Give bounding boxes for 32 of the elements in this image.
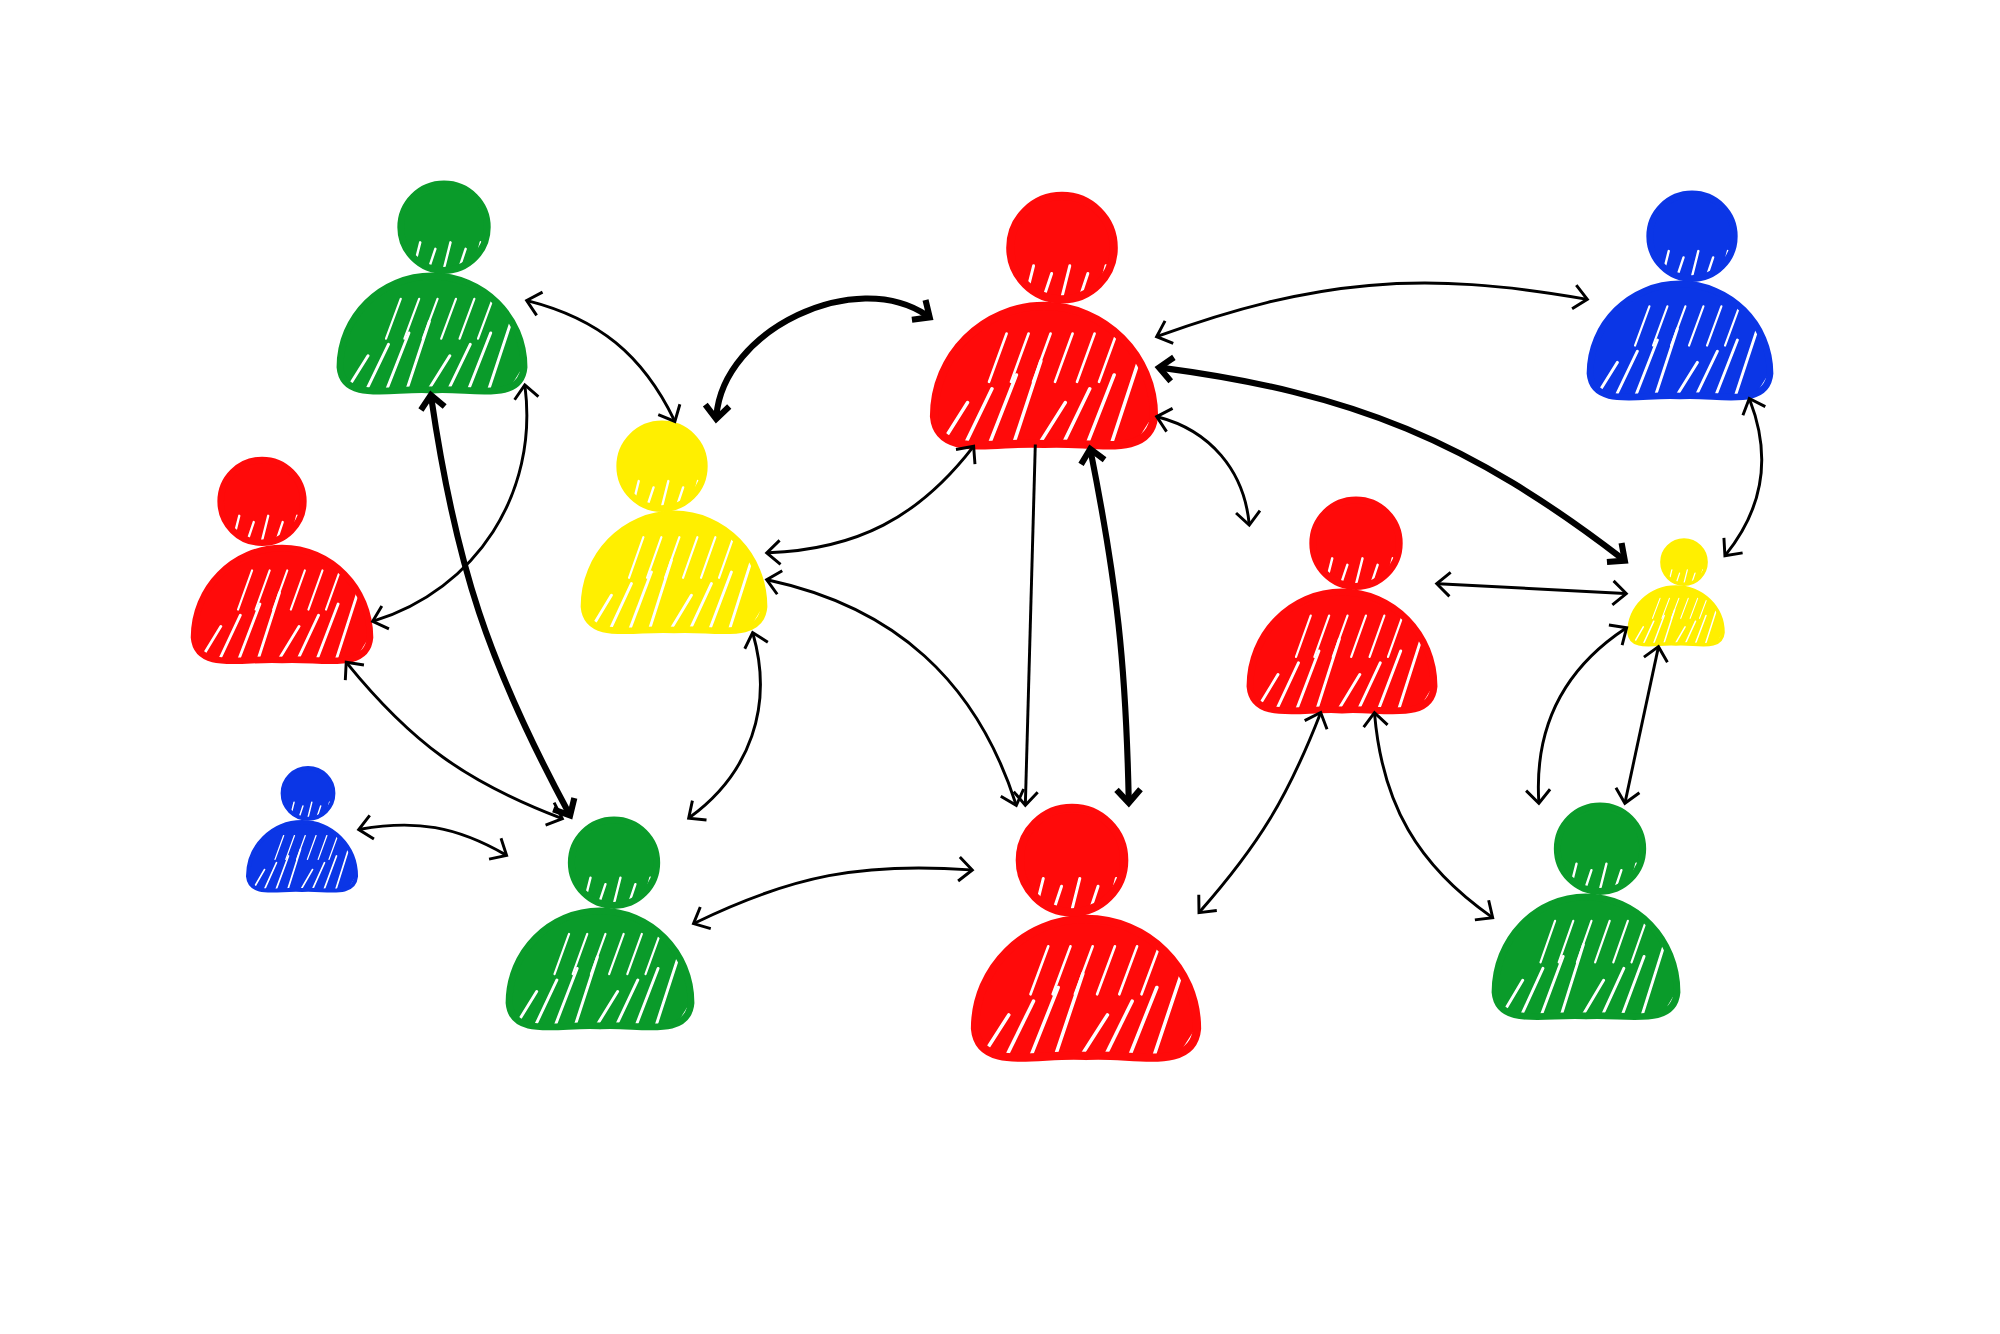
person-icon	[246, 765, 359, 893]
person-icon	[970, 803, 1202, 1062]
arrow	[1434, 571, 1629, 606]
arrow	[686, 630, 769, 822]
person-icon	[1627, 538, 1725, 647]
arrow	[1614, 644, 1669, 806]
arrow	[370, 382, 540, 631]
person-icon	[1246, 496, 1438, 715]
person-icon	[190, 456, 374, 665]
arrow	[343, 660, 565, 827]
person-icon	[1491, 802, 1681, 1021]
arrow	[1362, 710, 1495, 922]
arrow	[702, 295, 934, 424]
arrow	[1722, 396, 1766, 558]
person-icon	[505, 816, 695, 1031]
arrow	[418, 390, 578, 820]
arrow	[764, 569, 1025, 808]
person-icon	[929, 191, 1159, 450]
arrow	[524, 290, 682, 424]
arrow	[691, 856, 975, 930]
arrow	[356, 814, 509, 861]
arrow	[1012, 444, 1039, 808]
arrow	[1525, 623, 1629, 806]
arrow	[1078, 444, 1143, 808]
person-icon	[336, 180, 528, 395]
arrow	[1154, 407, 1262, 528]
person-icon	[580, 420, 768, 635]
person-icon	[1586, 190, 1774, 401]
arrow	[1154, 354, 1629, 566]
arrow	[764, 444, 977, 566]
arrow	[1197, 710, 1329, 915]
arrow	[1154, 281, 1590, 345]
